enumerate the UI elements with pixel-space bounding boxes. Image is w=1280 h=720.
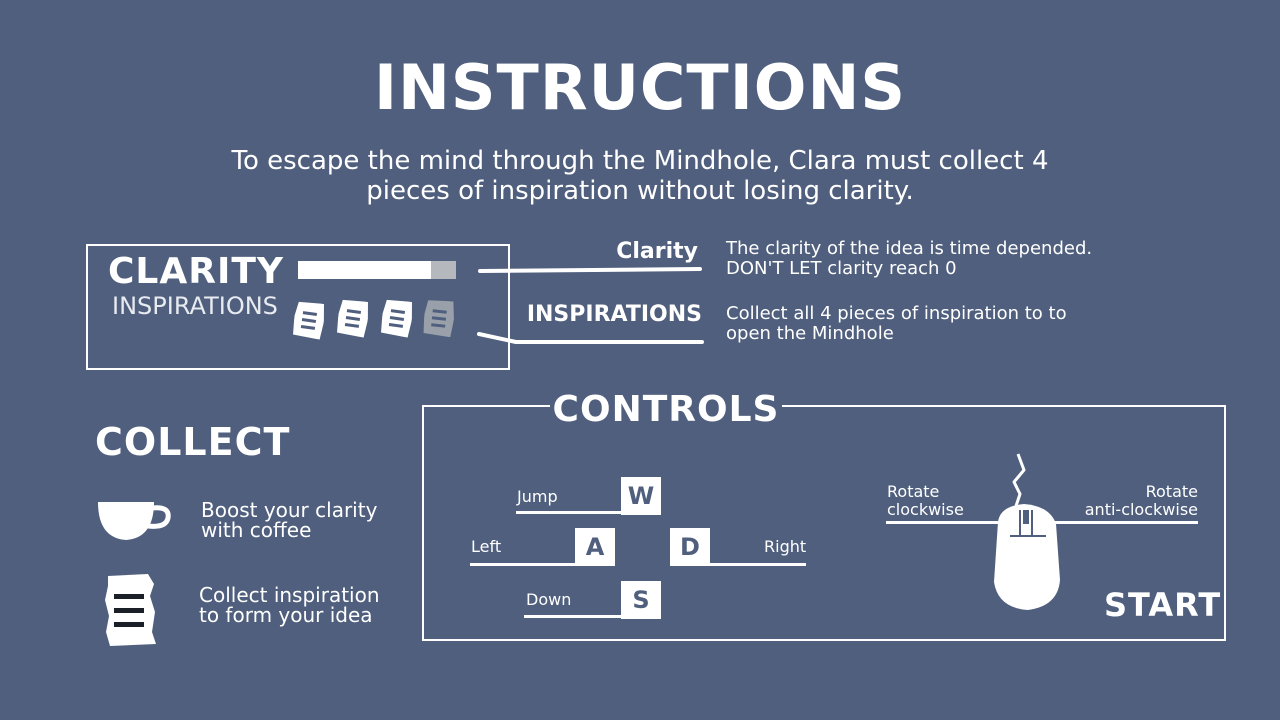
collect-inspiration-line-2: to form your idea <box>199 603 373 627</box>
key-s-label: Down <box>526 590 572 609</box>
rotate-clockwise-label: Rotate clockwise <box>887 483 964 519</box>
clarity-connector-line <box>477 267 703 273</box>
inspiration-page-icon <box>105 574 156 646</box>
key-a: A <box>575 528 615 566</box>
collect-inspiration-line-1: Collect inspiration <box>199 583 380 607</box>
collect-coffee-line-2: with coffee <box>201 518 312 542</box>
hud-preview-box <box>86 244 510 370</box>
key-s: S <box>621 581 661 619</box>
coffee-cup-icon <box>98 502 171 540</box>
controls-title: CONTROLS <box>550 388 782 432</box>
key-w: W <box>621 477 661 515</box>
intro-text: To escape the mind through the Mindhole,… <box>140 146 1140 206</box>
page-title: INSTRUCTIONS <box>373 51 907 124</box>
key-d-line <box>708 563 806 566</box>
legend-clarity-line-1: The clarity of the idea is time depended… <box>726 238 1093 259</box>
legend-inspirations-line-1: Collect all 4 pieces of inspiration to t… <box>726 303 1067 324</box>
legend-inspirations-line-2: open the Mindhole <box>726 323 894 344</box>
legend-inspirations-label: INSPIRATIONS <box>526 302 702 327</box>
rotate-anticlockwise-line-2: anti-clockwise <box>1084 500 1198 519</box>
key-a-label: Left <box>471 537 502 556</box>
key-w-label: Jump <box>517 487 558 506</box>
legend-clarity-line-2: DON'T LET clarity reach 0 <box>726 258 957 279</box>
clarity-bar <box>298 261 456 279</box>
key-a-line <box>470 563 578 566</box>
mouse-icon <box>994 453 1060 610</box>
collect-inspiration-text: Collect inspiration to form your idea <box>199 585 380 625</box>
rotate-clockwise-line-2: clockwise <box>887 500 964 519</box>
rotate-clockwise-line <box>886 521 998 524</box>
collect-coffee-text: Boost your clarity with coffee <box>201 500 377 540</box>
rotate-anticlockwise-label: Rotate anti-clockwise <box>1060 483 1198 519</box>
collect-title: COLLECT <box>95 420 291 464</box>
key-d-label: Right <box>764 537 807 556</box>
start-label: START <box>1104 586 1222 624</box>
inspiration-slot-4-icon <box>422 299 456 338</box>
collect-coffee-line-1: Boost your clarity <box>201 498 378 522</box>
legend-clarity-description: The clarity of the idea is time depended… <box>726 239 1092 279</box>
key-d: D <box>670 528 710 566</box>
hud-clarity-label: CLARITY <box>108 251 284 292</box>
inspirations-connector-line <box>477 332 704 344</box>
rotate-anticlockwise-line <box>1054 521 1198 524</box>
intro-line-2: pieces of inspiration without losing cla… <box>366 176 914 206</box>
clarity-bar-empty-portion <box>430 261 456 279</box>
controls-box <box>422 405 1226 641</box>
hud-inspirations-label: INSPIRATIONS <box>112 292 278 320</box>
legend-clarity-label: Clarity <box>616 239 698 264</box>
rotate-clockwise-line-1: Rotate <box>887 482 940 501</box>
key-w-line <box>516 511 624 514</box>
legend-inspirations-description: Collect all 4 pieces of inspiration to t… <box>726 304 1067 344</box>
key-s-line <box>524 615 624 618</box>
intro-line-1: To escape the mind through the Mindhole,… <box>231 146 1049 176</box>
rotate-anticlockwise-line-1: Rotate <box>1145 482 1198 501</box>
